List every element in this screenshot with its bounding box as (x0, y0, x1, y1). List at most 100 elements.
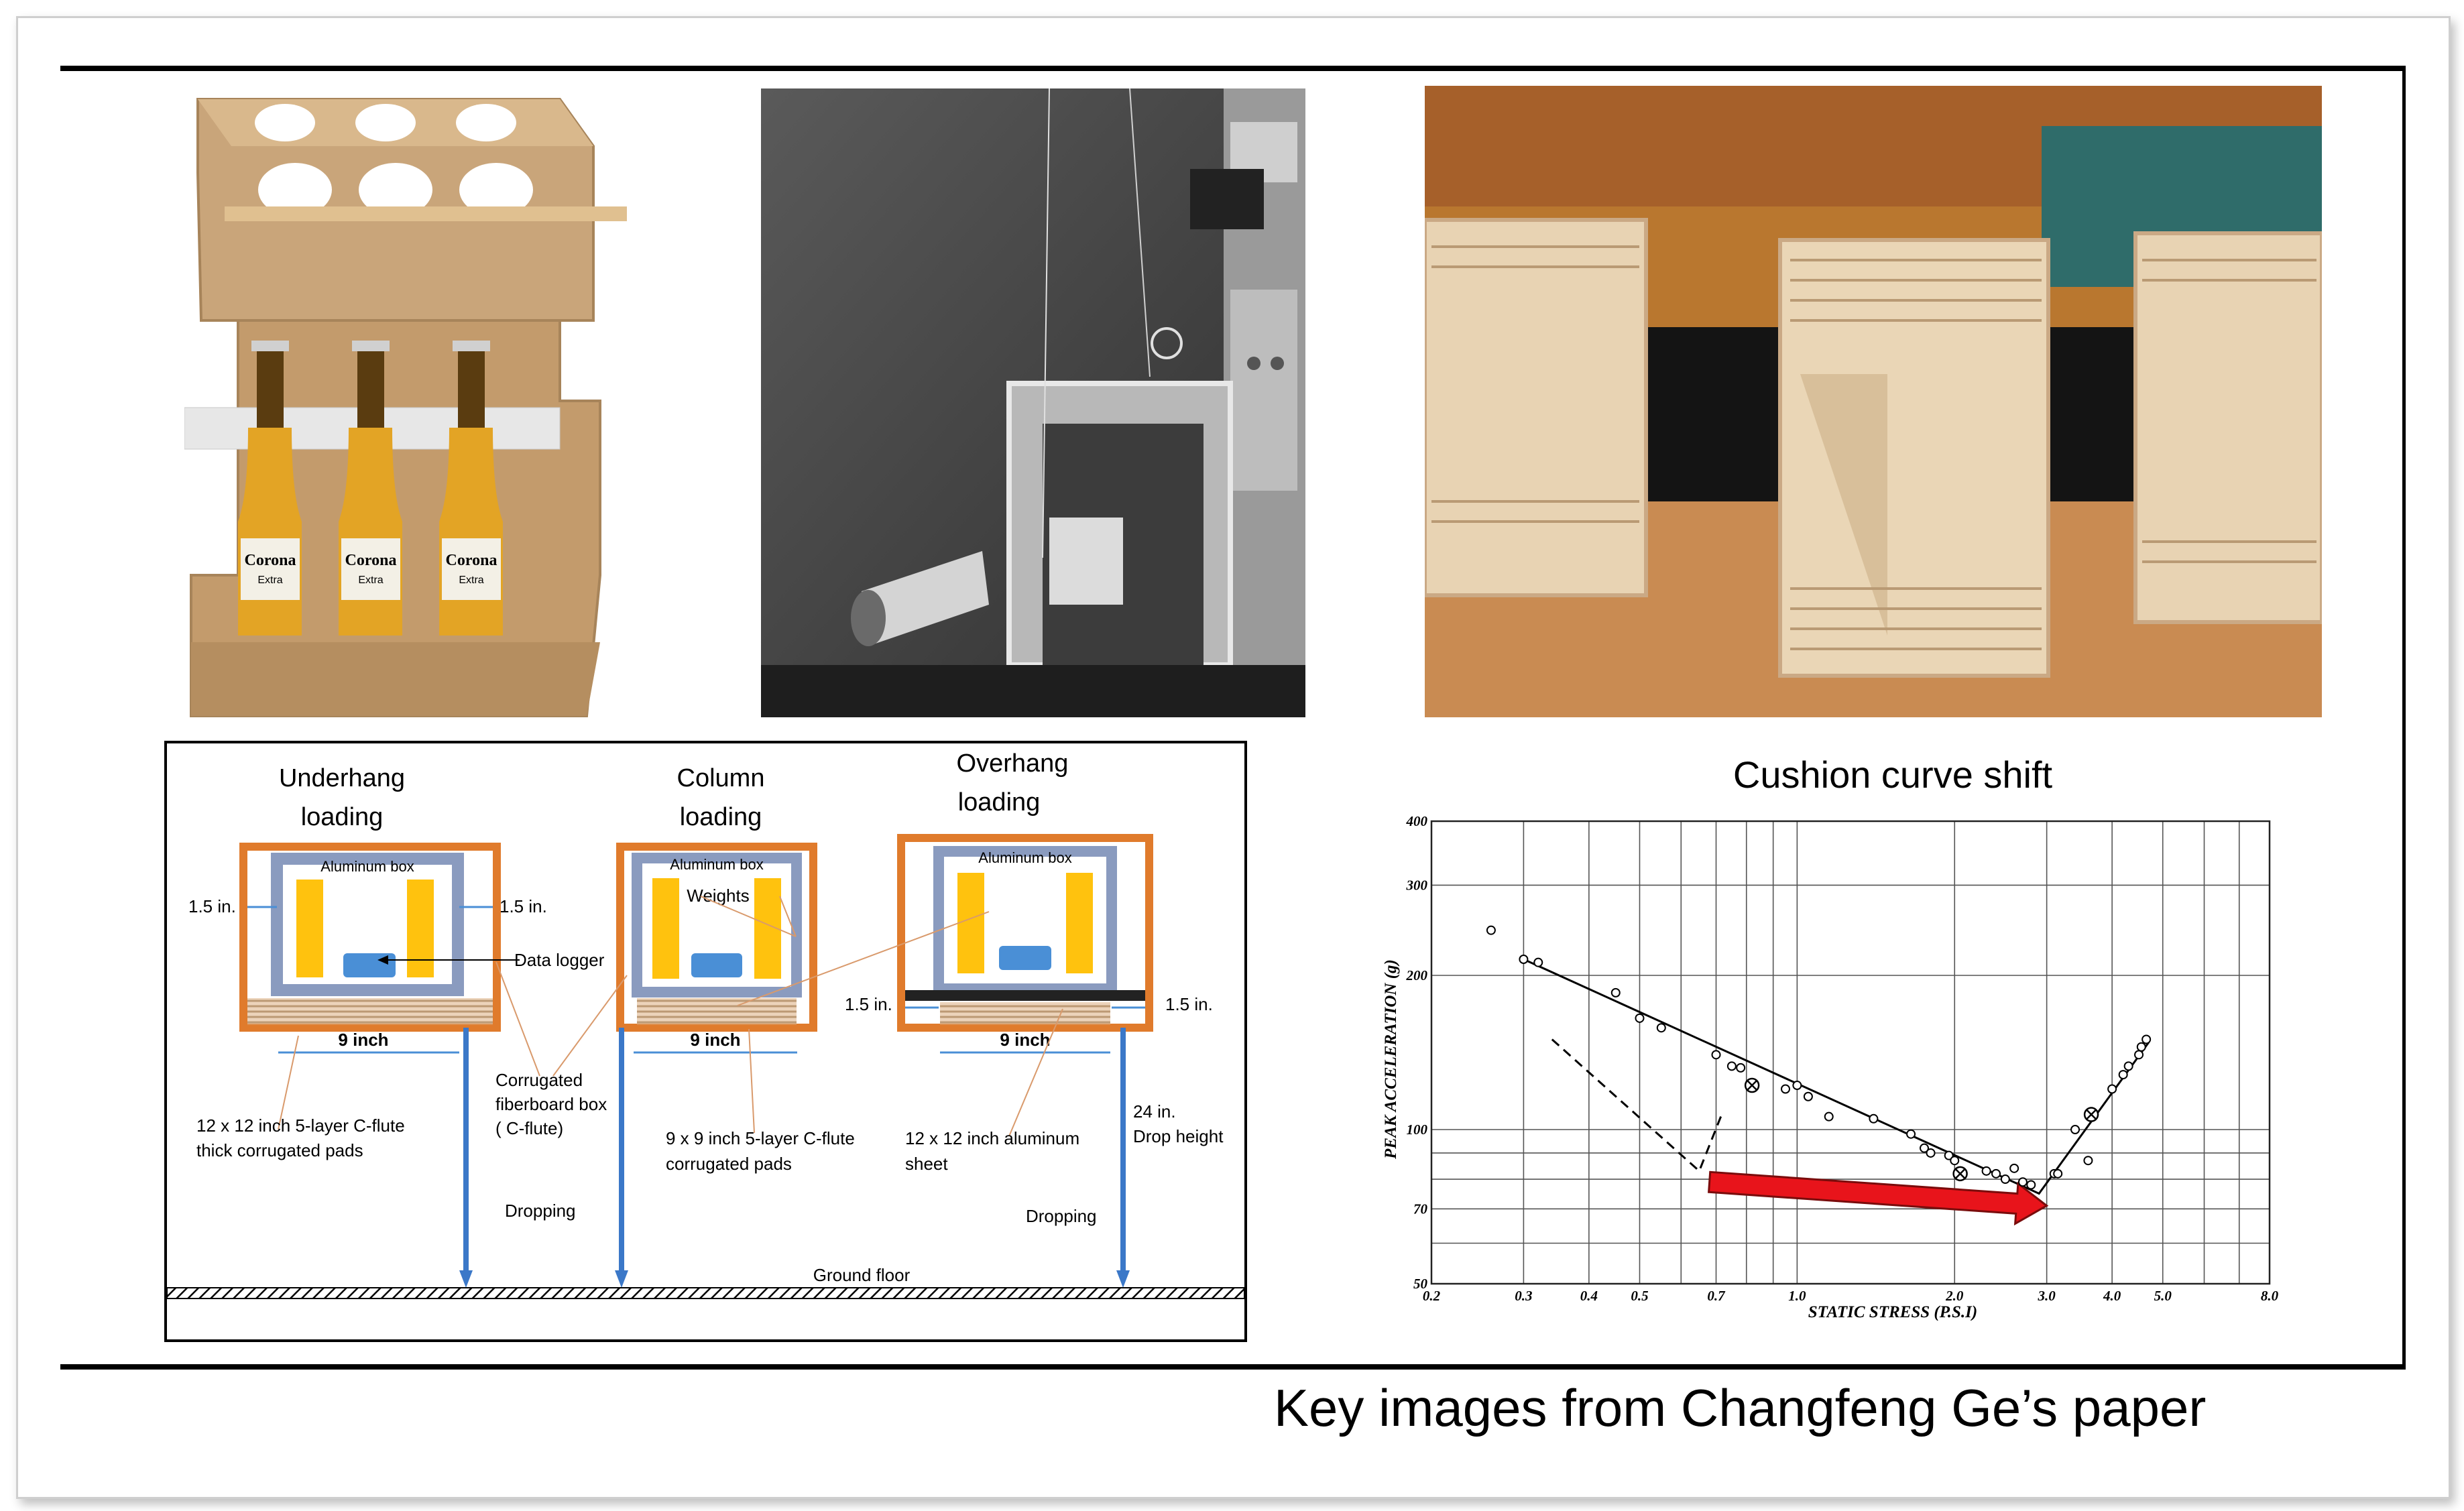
y-tick-label: 400 (1406, 813, 1428, 829)
data-point (1656, 1023, 1666, 1033)
column-box: Aluminum box Weights (616, 843, 817, 1032)
data-logger-label: Data logger (514, 950, 605, 970)
corrugated-box-label-3: ( C-flute) (495, 1118, 563, 1138)
ground-floor-label: Ground floor (813, 1265, 911, 1285)
drop-height-label-2: Drop height (1133, 1126, 1224, 1146)
bottle-label-3: Corona (446, 552, 497, 569)
data-point (1991, 1168, 2001, 1178)
y-tick-label: 300 (1406, 877, 1428, 893)
x-tick-label: 0.5 (1631, 1288, 1648, 1304)
heading-underhang-1: Underhang (279, 764, 405, 792)
pads-12-label-2: thick corrugated pads (196, 1140, 363, 1160)
aluminum-box-label-3: Aluminum box (978, 849, 1071, 866)
chart-points (1486, 925, 2152, 1190)
x-tick-label: 5.0 (2154, 1288, 2172, 1304)
data-point (2026, 1180, 2036, 1190)
data-point (1726, 1061, 1737, 1071)
chart-curves (1523, 958, 2150, 1226)
data-point (2017, 1177, 2028, 1187)
x-tick-label: 0.7 (1707, 1288, 1726, 1304)
data-point (2107, 1084, 2117, 1094)
data-point (1780, 1084, 1790, 1094)
marked-point-cross (1954, 1168, 1966, 1179)
y-tick-label: 50 (1413, 1276, 1428, 1292)
bottle-sublabel-1: Extra (257, 575, 282, 586)
data-point (1610, 987, 1621, 998)
data-point (1533, 957, 1543, 967)
data-point (1486, 925, 1496, 935)
data-point (1519, 955, 1529, 965)
top-rule (60, 66, 2406, 71)
pads-9-label-2: corrugated pads (666, 1154, 792, 1174)
data-point (1824, 1111, 1834, 1122)
y-tick-label: 200 (1406, 967, 1428, 983)
data-point (1803, 1091, 1813, 1101)
weights-label: Weights (687, 886, 749, 906)
corona-packaging-photo: Corona Extra Corona Extra Corona Extra (184, 93, 634, 717)
x-tick-label: 8.0 (2261, 1288, 2279, 1304)
x-tick-label: 0.4 (1580, 1288, 1598, 1304)
data-point (1981, 1166, 1991, 1176)
aluminum-box-label-1: Aluminum box (320, 858, 414, 875)
drop-test-apparatus-photo (761, 88, 1305, 717)
marked-point-cross (1747, 1080, 1758, 1091)
x-tick-label: 1.0 (1788, 1288, 1806, 1304)
heading-column-1: Column (677, 764, 765, 792)
data-point (1711, 1050, 1721, 1060)
slide-caption: Key images from Changfeng Ge’s paper (1274, 1378, 2207, 1437)
shifted-curve-dashed (1551, 1038, 1724, 1173)
data-point (1926, 1148, 1936, 1158)
heading-underhang-2: loading (301, 803, 384, 831)
data-point (1919, 1143, 1929, 1153)
dim-underhang-left: 1.5 in. (188, 896, 236, 916)
heading-overhang-1: Overhang (957, 749, 1069, 778)
bottle-sublabel-3: Extra (459, 575, 483, 586)
data-point (2053, 1168, 2063, 1178)
plot-border (1430, 820, 2271, 1285)
x-tick-label: 0.2 (1423, 1288, 1441, 1304)
data-point (2118, 1070, 2128, 1080)
loading-configurations-diagram: Underhang loading Column loading Overhan… (164, 741, 1247, 1342)
chart-title: Cushion curve shift (1733, 753, 2053, 796)
dropping-label-1: Dropping (505, 1201, 576, 1221)
marked-data-point (1952, 1166, 1968, 1182)
x-tick-label: 0.3 (1515, 1288, 1532, 1304)
right-rule (2402, 68, 2406, 1368)
y-tick-label: 100 (1407, 1122, 1428, 1138)
pads-9-label-1: 9 x 9 inch 5-layer C-flute (666, 1128, 855, 1148)
data-point (1869, 1113, 1879, 1124)
bottle-sublabel-2: Extra (358, 575, 383, 586)
marked-point-cross (2086, 1109, 2097, 1120)
data-point (2142, 1034, 2152, 1044)
x-axis-label: STATIC STRESS (P.S.I) (1808, 1303, 1977, 1321)
overhang-box: Aluminum box (897, 834, 1153, 1032)
pads-12-label-1: 12 x 12 inch 5-layer C-flute (196, 1115, 405, 1136)
marked-data-point (2083, 1107, 2099, 1122)
data-point (1906, 1129, 1916, 1139)
data-point (2000, 1174, 2010, 1185)
dim-9-column: 9 inch (690, 1030, 740, 1050)
x-tick-label: 2.0 (1945, 1288, 1964, 1304)
data-point (1950, 1156, 1960, 1166)
data-point (2070, 1125, 2080, 1134)
aluminum-box-label-2: Aluminum box (670, 856, 763, 873)
x-tick-label: 4.0 (2103, 1288, 2121, 1304)
data-point (1635, 1013, 1645, 1023)
data-point (2136, 1042, 2146, 1052)
bottom-rule (60, 1364, 2406, 1370)
corrugated-cushion-blocks-photo (1425, 86, 2322, 717)
corrugated-box-label-2: fiberboard box (495, 1094, 607, 1114)
dim-9-overhang: 9 inch (1000, 1030, 1050, 1050)
corrugated-box-label-1: Corrugated (495, 1070, 583, 1090)
alu-sheet-label-1: 12 x 12 inch aluminum (905, 1128, 1079, 1148)
marked-data-point (1744, 1077, 1760, 1093)
cushion-curve-chart: Cushion curve shift 0.2 0.3 0.4 0.5 0.7 1.0 2.… (1368, 744, 2300, 1341)
y-axis-label: PEAK ACCELERATION (g) (1382, 959, 1400, 1160)
heading-overhang-2: loading (958, 788, 1041, 817)
dim-overhang-right: 1.5 in. (1165, 994, 1213, 1014)
data-point (2009, 1163, 2019, 1173)
dim-underhang-right: 1.5 in. (500, 896, 547, 916)
data-point (2083, 1156, 2093, 1166)
x-tick-label: 3.0 (2038, 1288, 2056, 1304)
